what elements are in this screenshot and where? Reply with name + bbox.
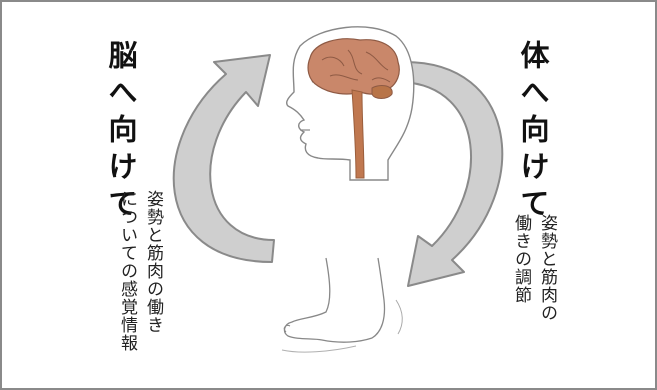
brain-illustration: [307, 38, 400, 179]
left-desc-line2: についての感覚情報: [117, 190, 137, 352]
right-title: 体へ向けて: [516, 40, 550, 225]
left-title: 脳へ向けて: [104, 40, 138, 225]
foot-illustration: [281, 257, 403, 353]
left-desc-line1: 姿勢と筋肉の働き: [143, 190, 163, 334]
right-desc-line1: 姿勢と筋肉の: [537, 214, 557, 322]
spinal-cord: [351, 89, 365, 179]
right-desc-line2: 働きの調節: [511, 214, 531, 304]
arrow-to-brain: [172, 54, 275, 263]
ground-mark: [281, 345, 357, 353]
arrow-to-body: [401, 60, 504, 287]
cerebellum: [371, 85, 393, 99]
